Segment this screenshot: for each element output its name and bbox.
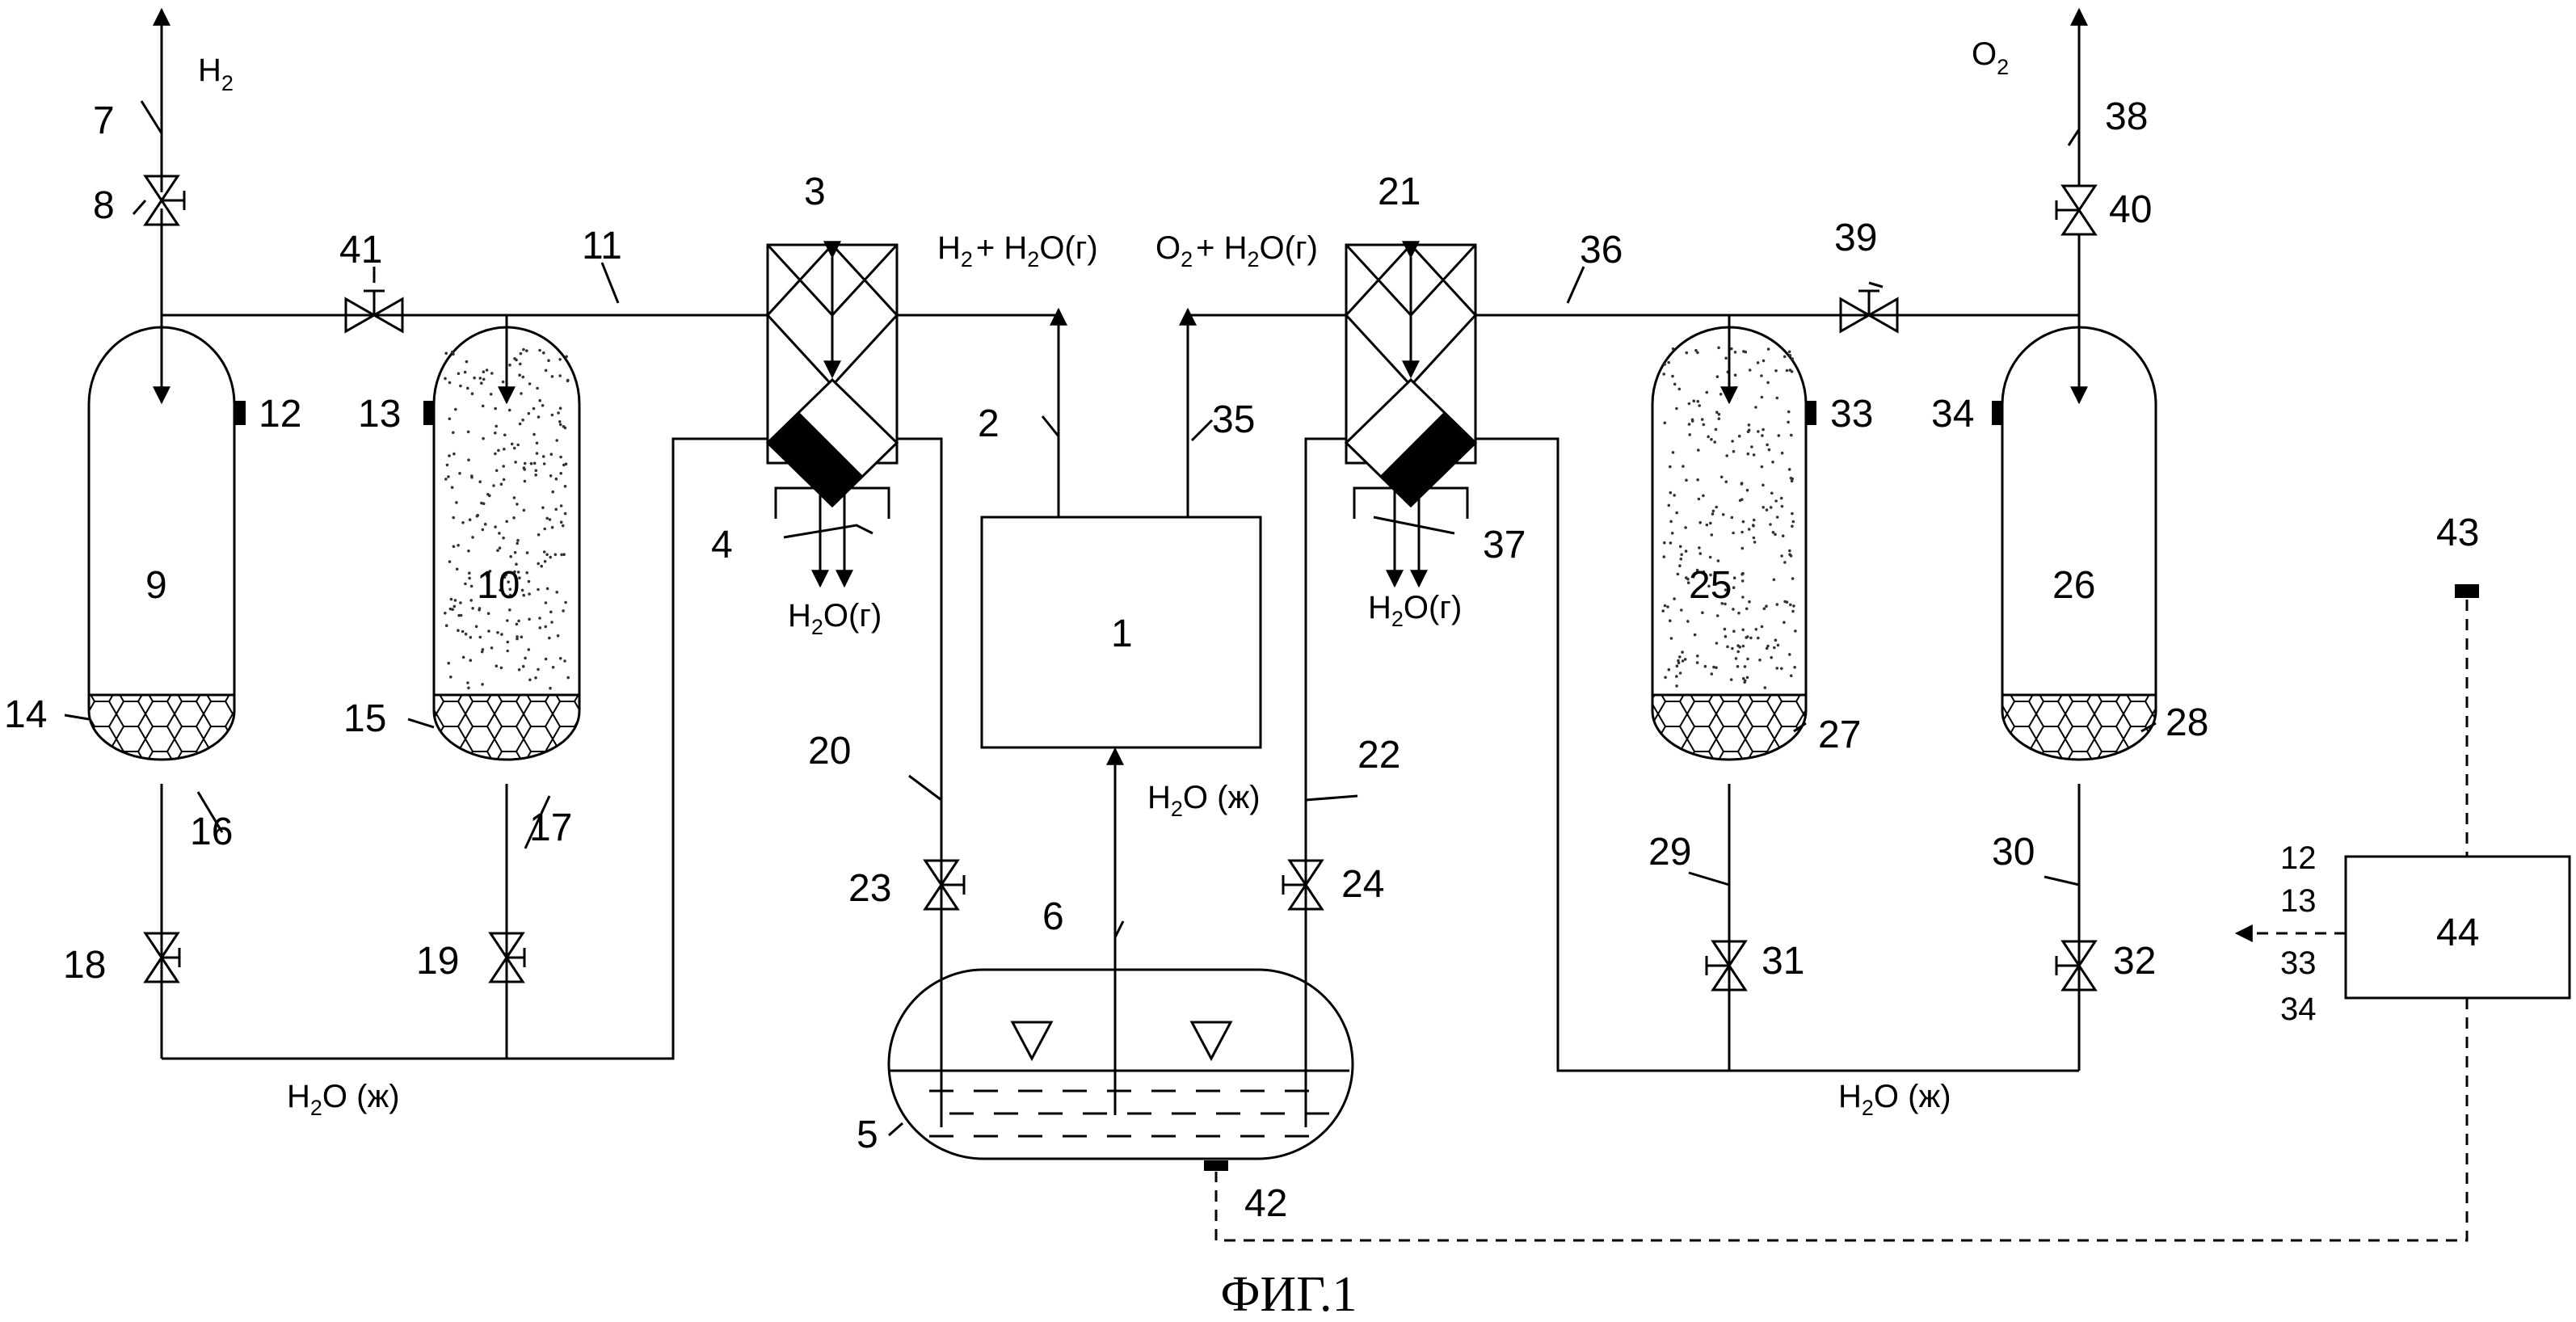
- oxygen-mixture-label: O2+ H2O(г): [1155, 230, 1318, 272]
- ref-8: 8: [93, 184, 115, 227]
- hydrogen-product-label: H2: [198, 53, 234, 95]
- tank-5: [889, 970, 1353, 1171]
- ref-17: 17: [529, 806, 572, 849]
- valve-23: [925, 861, 964, 909]
- ref-9: 9: [145, 564, 167, 607]
- ref-34: 34: [1931, 393, 1974, 436]
- ref-26: 26: [2052, 564, 2095, 607]
- signal-13: 13: [2280, 883, 2317, 919]
- vapor-label-left: H2O(г): [788, 598, 882, 639]
- ref-19: 19: [416, 940, 459, 983]
- ref-36: 36: [1580, 229, 1623, 272]
- ref-33: 33: [1830, 393, 1873, 436]
- ref-12: 12: [259, 393, 301, 436]
- valve-8: [145, 176, 184, 225]
- ref-1: 1: [1111, 613, 1133, 655]
- ref-30: 30: [1992, 831, 2035, 874]
- valve-40: [2056, 186, 2095, 234]
- sensor-34: [1992, 401, 2002, 425]
- ref-43: 43: [2436, 512, 2479, 554]
- ref-35: 35: [1212, 398, 1255, 441]
- ref-38: 38: [2105, 95, 2148, 138]
- ref-28: 28: [2166, 701, 2208, 744]
- catalyst-bed-27: [1652, 695, 1806, 768]
- ref-13: 13: [358, 393, 401, 436]
- separator-3: [768, 245, 1059, 1127]
- ref-14: 14: [4, 693, 47, 736]
- ref-15: 15: [343, 697, 386, 740]
- ref-31: 31: [1762, 940, 1804, 983]
- ref-4: 4: [711, 524, 733, 566]
- ref-3: 3: [804, 171, 826, 213]
- ref-44: 44: [2436, 912, 2479, 954]
- valve-41: [346, 291, 402, 331]
- labels: H2 O2 H2+ H2O(г) O2+ H2O(г) H2O(г) H2O(г…: [4, 36, 2479, 1322]
- sensor-43: [2455, 584, 2479, 598]
- ref-18: 18: [63, 944, 106, 987]
- ref-42: 42: [1244, 1182, 1287, 1225]
- ref-16: 16: [190, 810, 233, 853]
- figure-caption: ФИГ.1: [1220, 1267, 1357, 1322]
- ref-37: 37: [1483, 524, 1526, 566]
- ref-22: 22: [1357, 734, 1400, 777]
- signal-34: 34: [2280, 992, 2317, 1027]
- signal-33: 33: [2280, 945, 2317, 981]
- catalyst-bed-28: [2002, 695, 2156, 768]
- hydrogen-mixture-label: H2+ H2O(г): [937, 230, 1098, 272]
- oxygen-side: [1475, 10, 2156, 1071]
- liquid-label-left: H2O (ж): [287, 1079, 400, 1120]
- ref-32: 32: [2113, 940, 2156, 983]
- valve-32: [2056, 941, 2095, 990]
- catalyst-bed-14: [89, 695, 234, 768]
- oxygen-product-label: O2: [1972, 36, 2009, 79]
- ref-39: 39: [1834, 217, 1877, 259]
- ref-40: 40: [2109, 188, 2152, 231]
- valve-39: [1841, 291, 1897, 331]
- ref-5: 5: [857, 1114, 878, 1156]
- ref-7: 7: [93, 99, 115, 142]
- liquid-label-center: H2O (ж): [1147, 780, 1261, 821]
- liquid-label-right: H2O (ж): [1838, 1079, 1951, 1120]
- ref-20: 20: [808, 730, 851, 773]
- signal-12: 12: [2280, 840, 2317, 876]
- catalyst-bed-15: [434, 695, 579, 768]
- ref-21: 21: [1378, 171, 1421, 213]
- ref-6: 6: [1042, 895, 1064, 938]
- ref-24: 24: [1341, 863, 1384, 906]
- hydrogen-side: [89, 10, 768, 1059]
- ref-27: 27: [1818, 714, 1861, 756]
- ref-25: 25: [1689, 564, 1732, 607]
- ref-41: 41: [339, 229, 382, 272]
- separator-21: [1188, 245, 1475, 1127]
- valve-31: [1707, 941, 1745, 990]
- ref-10: 10: [477, 564, 520, 607]
- valve-24: [1283, 861, 1322, 909]
- control-system: [1216, 584, 2570, 1240]
- sensor-13: [423, 401, 434, 425]
- ref-23: 23: [848, 867, 891, 910]
- sensor-33: [1806, 401, 1816, 425]
- ref-29: 29: [1648, 831, 1691, 874]
- ref-11: 11: [582, 225, 622, 267]
- level-sensor-42: [1204, 1160, 1228, 1171]
- vapor-label-right: H2O(г): [1368, 590, 1462, 631]
- ref-2: 2: [978, 402, 1000, 445]
- sensor-12: [235, 401, 246, 425]
